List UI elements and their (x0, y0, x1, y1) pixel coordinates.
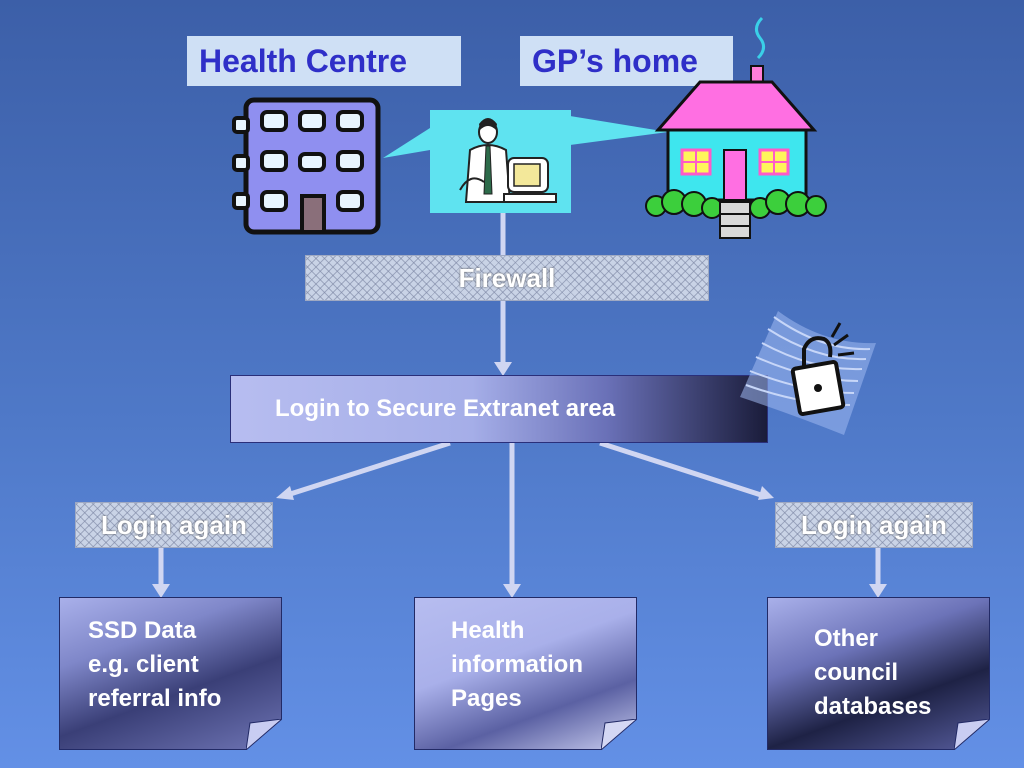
ssd-fold-corner (246, 719, 282, 750)
health-centre-label: Health Centre (187, 36, 461, 86)
gp-home-text: GP’s home (532, 42, 698, 79)
health-fold-corner (601, 719, 637, 750)
login-again-left-text: Login again (101, 509, 247, 540)
house-icon (645, 16, 827, 239)
person-computer-icon (459, 118, 557, 203)
ssd-data-text: SSD Data e.g. client referral info (88, 617, 222, 712)
login-again-right-box: Login again (775, 502, 973, 548)
building-icon (232, 97, 381, 235)
health-information-document: Health information Pages (414, 597, 637, 750)
padlock-icon (740, 311, 876, 435)
ssd-data-document: SSD Data e.g. client referral info (59, 597, 282, 750)
gp-home-label: GP’s home (520, 36, 733, 86)
login-again-right-text: Login again (801, 509, 947, 540)
person-computer-box (430, 110, 571, 213)
health-information-text: Health information Pages (451, 617, 583, 712)
health-centre-text: Health Centre (199, 42, 408, 79)
firewall-box: Firewall (305, 255, 709, 301)
other-fold-corner (954, 719, 990, 750)
login-secure-extranet-box: Login to Secure Extranet area (230, 375, 768, 443)
firewall-text: Firewall (458, 262, 556, 293)
other-council-databases-text: Other council databases (814, 625, 932, 720)
other-council-databases-document: Other council databases (767, 597, 990, 750)
login-secure-extranet-text: Login to Secure Extranet area (275, 395, 616, 422)
login-again-left-box: Login again (75, 502, 273, 548)
